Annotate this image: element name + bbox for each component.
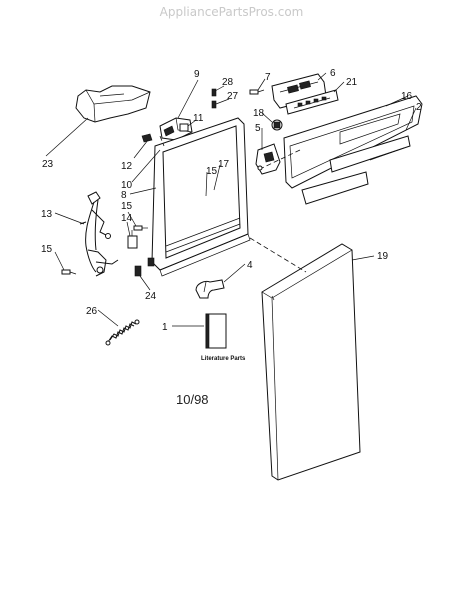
screw-15-lower xyxy=(61,269,77,275)
callout-4: 4 xyxy=(247,260,253,271)
callout-26: 26 xyxy=(86,306,98,317)
callout-11: 11 xyxy=(193,113,204,124)
callout-6: 6 xyxy=(330,68,336,79)
callout-17: 17 xyxy=(218,159,230,170)
callout-21: 21 xyxy=(346,77,358,88)
part-28-fastener xyxy=(211,88,217,97)
callout-18: 18 xyxy=(253,108,265,119)
part-2-panel-overlay xyxy=(329,135,411,173)
assembly-guide-lines xyxy=(159,135,307,273)
callout-19: 19 xyxy=(377,251,389,262)
part-4-bracket xyxy=(195,279,225,299)
part-19-outer-door-panel xyxy=(261,243,361,481)
part-23-insulation xyxy=(75,85,151,123)
part-12-bracket xyxy=(141,133,153,143)
date-code: 10/98 xyxy=(176,392,209,407)
part-2-lower-trim xyxy=(301,171,369,205)
literature-label: Literature Parts xyxy=(201,356,246,362)
callout-9: 9 xyxy=(194,69,200,80)
part-26-spring xyxy=(105,319,140,346)
part-5-switch-block xyxy=(255,143,281,175)
part-16-control-panel xyxy=(283,95,423,189)
part-24-clip xyxy=(134,265,142,277)
callout-14: 14 xyxy=(121,213,133,224)
callout-15-center: 15 xyxy=(206,166,218,177)
callout-8: 8 xyxy=(121,190,127,201)
callout-10: 10 xyxy=(121,180,133,191)
part-21-control-board xyxy=(285,89,339,115)
watermark: AppliancePartsPros.com xyxy=(159,5,304,19)
callout-23: 23 xyxy=(42,159,54,170)
callout-28: 28 xyxy=(222,77,234,88)
callout-15-upper: 15 xyxy=(121,201,133,212)
part-8-inner-door-frame xyxy=(147,117,251,277)
screw-15-upper xyxy=(133,225,148,231)
callout-24: 24 xyxy=(145,291,157,302)
callout-16: 16 xyxy=(401,91,413,102)
callout-5: 5 xyxy=(255,123,261,134)
callout-27: 27 xyxy=(227,91,239,102)
callout-13: 13 xyxy=(41,209,53,220)
callout-12: 12 xyxy=(121,161,133,172)
part-11-clip xyxy=(179,123,189,132)
callout-numbers: 9 28 27 11 12 10 8 17 15 15 14 13 15 24 … xyxy=(41,68,422,333)
callout-1: 1 xyxy=(162,322,168,333)
callout-15-lower: 15 xyxy=(41,244,53,255)
part-1-literature xyxy=(205,313,227,349)
part-27-fastener xyxy=(211,100,217,109)
callout-2: 2 xyxy=(416,102,422,113)
leader-lines xyxy=(45,72,417,327)
part-7-screw xyxy=(249,89,265,95)
part-18-knob xyxy=(271,119,283,131)
part-14-switch xyxy=(127,230,138,249)
callout-7: 7 xyxy=(265,72,271,83)
part-13-wire-harness xyxy=(79,191,119,277)
